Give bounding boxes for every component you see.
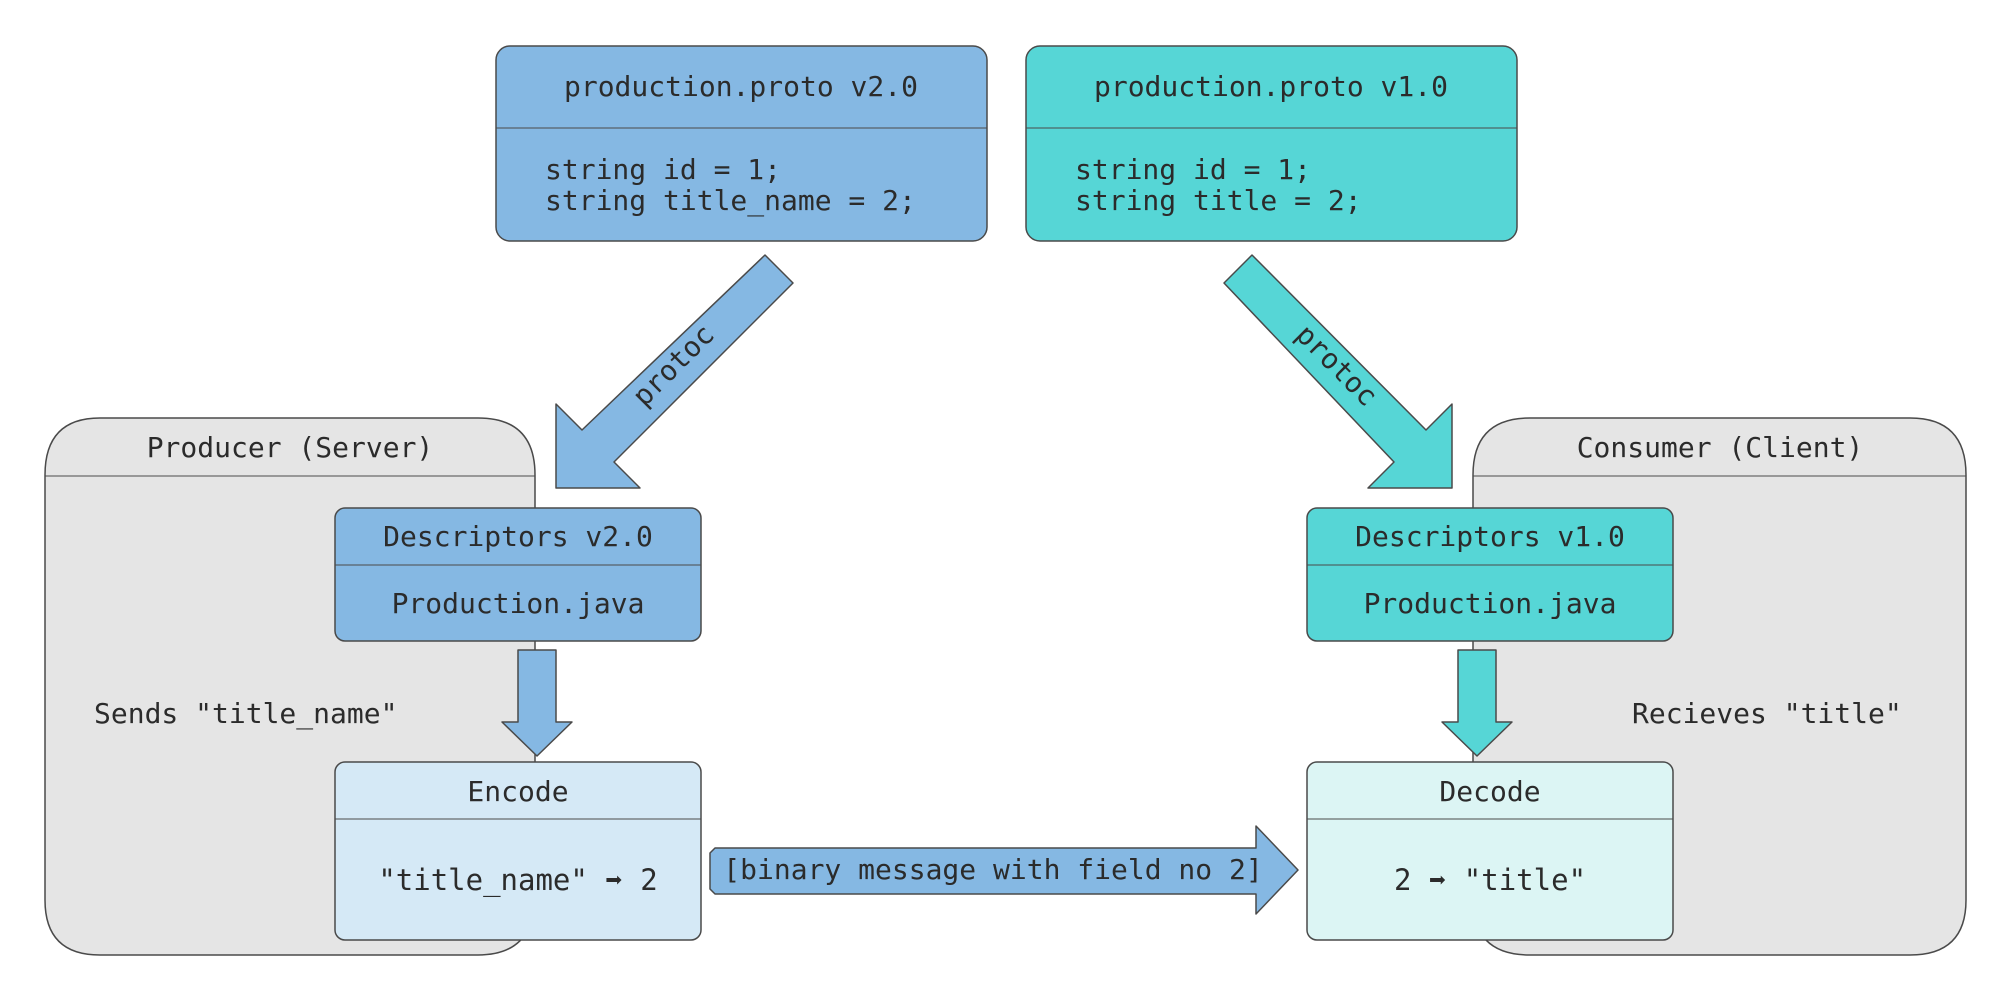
down-arrow-left [501, 649, 573, 757]
decode-box: Decode 2 ➡ "title" [1306, 761, 1674, 941]
proto-v1-box: production.proto v1.0 string id = 1; str… [1025, 45, 1518, 242]
sends-label: Sends "title_name" [94, 697, 397, 731]
consumer-title: Consumer (Client) [1577, 431, 1864, 464]
descriptors-v2-title: Descriptors v2.0 [383, 520, 653, 553]
descriptors-v1-box: Descriptors v1.0 Production.java [1306, 507, 1674, 642]
down-arrow-right [1441, 649, 1513, 757]
proto-v2-box: production.proto v2.0 string id = 1; str… [495, 45, 988, 242]
proto-v2-line1: string id = 1; [545, 153, 781, 186]
encode-mapping: "title_name" ➡ 2 [378, 863, 657, 898]
proto-v2-line2: string title_name = 2; [545, 184, 916, 218]
binary-message-arrow: [binary message with field no 2] [709, 825, 1299, 915]
producer-title: Producer (Server) [147, 431, 434, 464]
proto-v1-line2: string title = 2; [1075, 184, 1362, 217]
receives-label: Recieves "title" [1632, 697, 1902, 730]
descriptors-v2-box: Descriptors v2.0 Production.java [334, 507, 702, 642]
descriptors-v2-class: Production.java [392, 587, 645, 620]
proto-v1-line1: string id = 1; [1075, 153, 1311, 186]
decode-mapping: 2 ➡ "title" [1394, 863, 1586, 897]
binary-message-label: [binary message with field no 2] [723, 853, 1262, 886]
proto-v2-title: production.proto v2.0 [564, 70, 918, 103]
protoc-arrow-left: protoc [555, 254, 794, 489]
decode-title: Decode [1439, 775, 1540, 808]
encode-title: Encode [467, 775, 568, 808]
encode-box: Encode "title_name" ➡ 2 [334, 761, 702, 941]
proto-v1-title: production.proto v1.0 [1094, 70, 1448, 103]
descriptors-v1-title: Descriptors v1.0 [1355, 520, 1625, 553]
descriptors-v1-class: Production.java [1364, 587, 1617, 620]
protoc-arrow-right: protoc [1223, 254, 1453, 489]
